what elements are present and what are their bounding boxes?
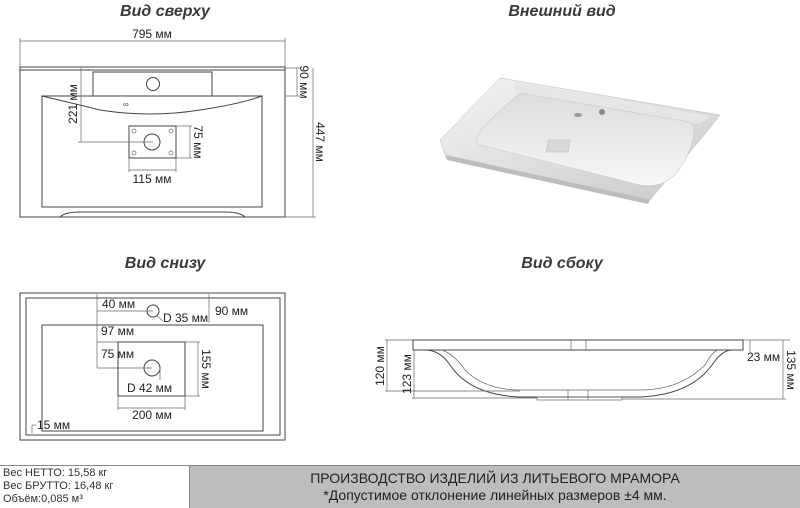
product-specs: Вес НЕТТО: 15,58 кг Вес БРУТТО: 16,48 кг… <box>0 466 190 508</box>
volume: Объём:0,085 м³ <box>3 493 83 505</box>
top-view-drawing: ∞ <box>19 38 316 218</box>
dim-width: 795 мм <box>132 27 172 41</box>
dim-tap-offset: 40 мм <box>102 297 135 311</box>
dim-drain-offset: 221 мм <box>66 84 80 124</box>
dim-basin-offset: 97 мм <box>101 324 134 338</box>
dim-tap-diameter: D 35 мм <box>163 311 208 325</box>
dim-drain-offset-bottom: 75 мм <box>101 347 134 361</box>
dim-height-23: 23 мм <box>747 350 780 364</box>
bottom-view-drawing <box>19 292 286 441</box>
dim-height-120: 120 мм <box>373 346 387 386</box>
dim-depth: 447 мм <box>313 122 327 162</box>
dim-plate-width: 115 мм <box>133 172 172 186</box>
dim-height-135: 135 мм <box>784 350 798 390</box>
title-exterior-view: Внешний вид <box>508 3 615 20</box>
dim-height-123: 123 мм <box>400 354 414 394</box>
dim-plate-height: 75 мм <box>191 125 205 158</box>
dim-drain-diameter: D 42 мм <box>127 381 172 395</box>
title-top-view: Вид сверху <box>120 3 211 20</box>
manufacturer-note: ПРОИЗВОДСТВО ИЗДЕЛИЙ ИЗ ЛИТЬЕВОГО МРАМОР… <box>190 466 800 508</box>
footer: Вес НЕТТО: 15,58 кг Вес БРУТТО: 16,48 кг… <box>0 465 800 508</box>
headline: ПРОИЗВОДСТВО ИЗДЕЛИЙ ИЗ ЛИТЬЕВОГО МРАМОР… <box>310 470 680 486</box>
gross-weight: Вес БРУТТО: 16,48 кг <box>3 480 114 492</box>
dim-edge: 15 мм <box>37 418 70 432</box>
dim-ledge-bottom: 90 мм <box>215 304 248 318</box>
overflow-icon: ∞ <box>123 100 129 109</box>
title-side-view: Вид сбоку <box>521 255 604 272</box>
technical-drawing: Вид сверху Внешний вид Вид снизу Вид сбо… <box>19 3 798 441</box>
dim-cut-height: 155 мм <box>199 349 213 389</box>
tolerance-note: *Допустимое отклонение линейных размеров… <box>323 487 667 503</box>
exterior-render <box>439 77 721 204</box>
dim-cut-width: 200 мм <box>132 408 172 422</box>
title-bottom-view: Вид снизу <box>125 255 207 272</box>
dim-ledge: 90 мм <box>297 65 311 98</box>
net-weight: Вес НЕТТО: 15,58 кг <box>3 467 108 479</box>
side-view-drawing <box>385 339 790 401</box>
